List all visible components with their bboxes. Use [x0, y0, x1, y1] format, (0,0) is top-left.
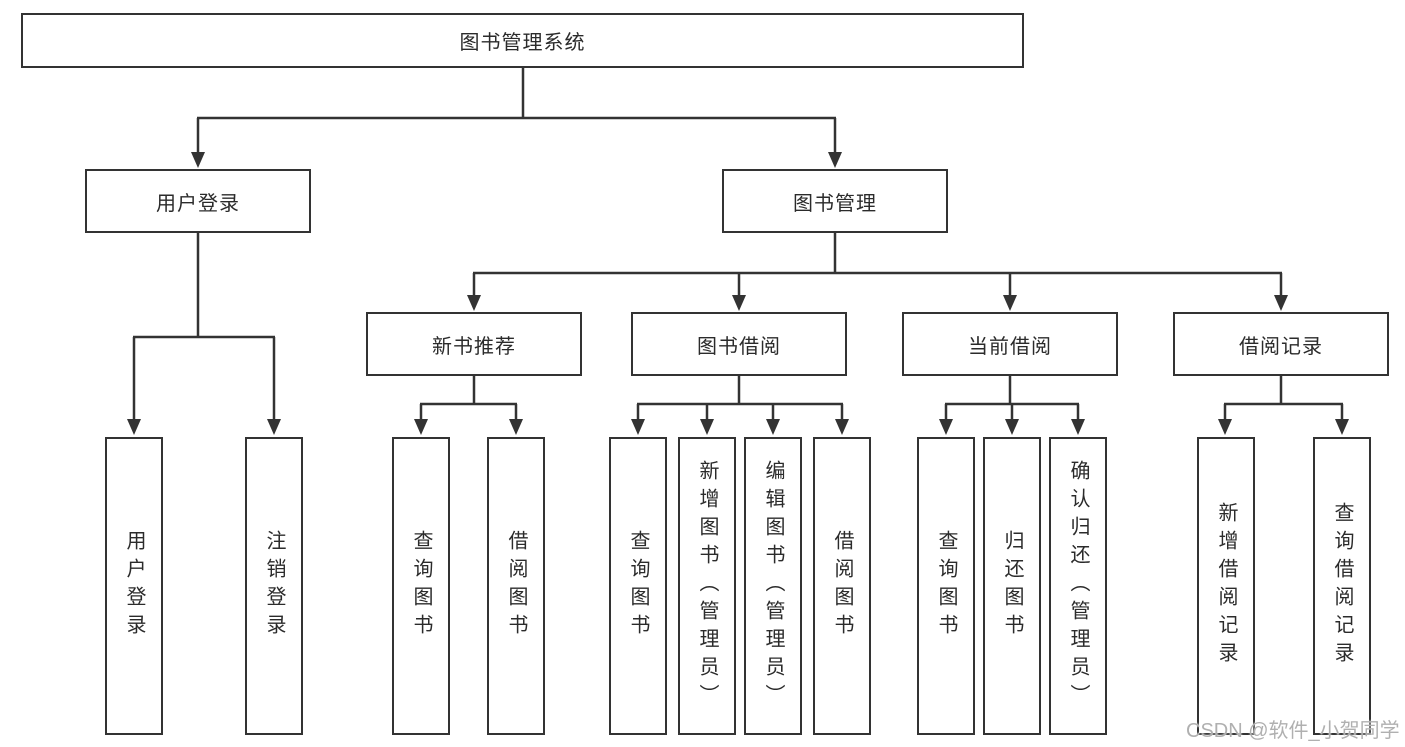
- leaf-label: 查询图书: [935, 530, 957, 642]
- leaf-borrow-books: 借阅图书: [813, 437, 871, 735]
- leaf-label: 注销登录: [263, 530, 285, 642]
- node-borrowing-records: 借阅记录: [1173, 312, 1389, 376]
- node-label: 当前借阅: [968, 335, 1052, 358]
- leaf-label: 确认归还（管理员）: [1067, 460, 1089, 712]
- node-label: 图书管理: [793, 192, 877, 215]
- leaf-label: 借阅图书: [505, 530, 527, 642]
- leaf-label: 新增借阅记录: [1215, 502, 1237, 670]
- leaf-label: 归还图书: [1001, 530, 1023, 642]
- node-new-book-recommend: 新书推荐: [366, 312, 582, 376]
- node-label: 新书推荐: [432, 335, 516, 358]
- leaf-label: 用户登录: [123, 530, 145, 642]
- node-label: 图书借阅: [697, 335, 781, 358]
- leaf-query-books-recommend: 查询图书: [392, 437, 450, 735]
- leaf-label: 查询图书: [410, 530, 432, 642]
- leaf-label: 新增图书（管理员）: [696, 460, 718, 712]
- leaf-label: 编辑图书（管理员）: [762, 460, 784, 712]
- node-system-root: 图书管理系统: [21, 13, 1024, 68]
- leaf-query-books-borrow: 查询图书: [609, 437, 667, 735]
- leaf-return-books: 归还图书: [983, 437, 1041, 735]
- leaf-borrow-books-recommend: 借阅图书: [487, 437, 545, 735]
- leaf-query-books-current: 查询图书: [917, 437, 975, 735]
- node-label: 图书管理系统: [459, 32, 586, 54]
- leaf-query-borrow-record: 查询借阅记录: [1313, 437, 1371, 735]
- leaf-edit-books-admin: 编辑图书（管理员）: [744, 437, 802, 735]
- leaf-confirm-return-admin: 确认归还（管理员）: [1049, 437, 1107, 735]
- leaf-add-books-admin: 新增图书（管理员）: [678, 437, 736, 735]
- leaf-user-login: 用户登录: [105, 437, 163, 735]
- node-book-management: 图书管理: [722, 169, 948, 233]
- leaf-logout: 注销登录: [245, 437, 303, 735]
- csdn-watermark: CSDN @软件_小贺同学: [1186, 720, 1400, 742]
- leaf-label: 借阅图书: [831, 530, 853, 642]
- node-label: 用户登录: [156, 192, 240, 215]
- leaf-label: 查询图书: [627, 530, 649, 642]
- leaf-add-borrow-record: 新增借阅记录: [1197, 437, 1255, 735]
- node-user-login: 用户登录: [85, 169, 311, 233]
- node-book-borrowing: 图书借阅: [631, 312, 847, 376]
- node-label: 借阅记录: [1239, 335, 1323, 358]
- node-current-borrowing: 当前借阅: [902, 312, 1118, 376]
- leaf-label: 查询借阅记录: [1331, 502, 1353, 670]
